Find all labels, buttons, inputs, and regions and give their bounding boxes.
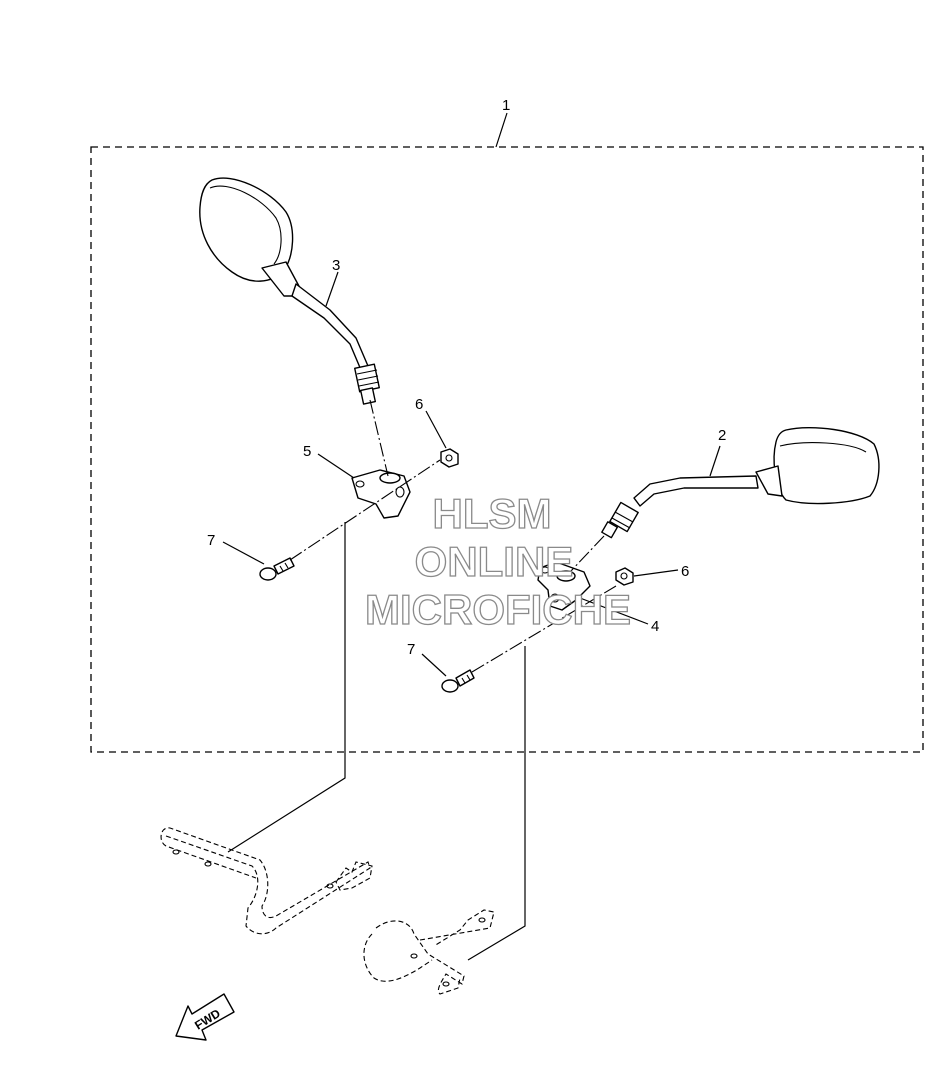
left-centerline-bolt [289,459,441,561]
left-nut [440,448,459,468]
callout-1[interactable]: 1 [502,97,510,114]
right-nut [615,567,634,586]
leader-1 [495,112,508,148]
leader-7-right [421,653,447,677]
left-bracket [351,469,411,519]
right-bolt [441,669,475,693]
assembly-boundary-box [90,146,924,753]
left-bolt [259,557,295,581]
right-centerline-bolt [471,585,617,673]
right-mirror [601,427,880,539]
leader-7-left [222,541,265,565]
watermark-line-2: ONLINE [415,538,574,585]
leader-3 [325,271,339,307]
right-handlebar [363,909,495,995]
callout-6-left[interactable]: 6 [415,396,423,413]
left-centerline-mirror [369,399,389,477]
callout-2[interactable]: 2 [718,427,726,444]
right-centerline-handlebar [467,646,526,961]
watermark: HLSM ONLINE MICROFICHE [364,489,631,633]
right-centerline-mirror [569,535,605,573]
callout-4[interactable]: 4 [651,618,659,635]
left-mirror [199,177,380,405]
callout-7-left[interactable]: 7 [207,532,215,549]
leader-2 [709,445,721,477]
callout-6-right[interactable]: 6 [681,563,689,580]
left-handlebar [160,827,373,935]
callout-5[interactable]: 5 [303,443,311,460]
leader-6-left [425,410,447,449]
right-bracket [537,561,591,611]
left-centerline-handlebar [227,522,346,853]
leader-6-right [633,569,679,577]
fwd-arrow-icon: FWD [175,993,235,1041]
watermark-line-1: HLSM [433,490,552,537]
leader-4 [579,597,649,625]
callout-7-right[interactable]: 7 [407,641,415,658]
leader-5 [317,453,355,479]
watermark-line-3: MICROFICHE [365,586,631,633]
callout-3[interactable]: 3 [332,257,340,274]
